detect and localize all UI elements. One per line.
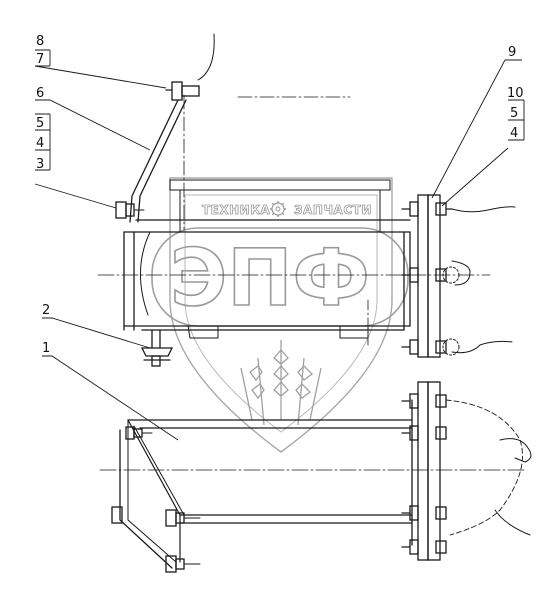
leader-1 [42, 355, 179, 441]
callout-1: 1 [42, 341, 50, 356]
cab-side-curve [140, 231, 151, 316]
leader-6 [35, 99, 151, 151]
callout-5-right: 5 [510, 106, 518, 121]
callout-4-left: 4 [36, 136, 44, 151]
hose-middle [451, 260, 471, 286]
leader-10-5-4 [441, 99, 524, 207]
callout-7: 7 [36, 52, 44, 67]
callout-5-left: 5 [36, 116, 44, 131]
callout-3: 3 [36, 157, 44, 172]
lower-left-bracket [119, 419, 185, 569]
clamp [140, 329, 174, 367]
leader-5-4-3 [34, 129, 117, 209]
watermark: ТЕХНИКА ЗАПЧАСТИ ЭПФ [151, 177, 409, 453]
lower-right-outline [445, 399, 523, 536]
right-bolts [401, 201, 460, 356]
left-bolt [115, 201, 145, 219]
leader-8-7 [34, 49, 167, 89]
wheat-emblem [240, 340, 322, 426]
upper-assembly [97, 33, 516, 367]
lower-assembly [99, 381, 532, 573]
hose-upper [451, 206, 516, 213]
watermark-label-right: ЗАПЧАСТИ [294, 203, 372, 217]
callout-4-right: 4 [510, 126, 518, 141]
leader-2 [42, 317, 151, 349]
lower-rod-top [127, 419, 413, 429]
lower-right-bolts [401, 393, 447, 555]
callout-9: 9 [508, 45, 516, 60]
frame-box [123, 179, 411, 339]
lower-right-flange [411, 381, 441, 561]
callout-frames [35, 50, 525, 170]
hose-lower [451, 340, 513, 354]
lower-rod-bottom [179, 514, 413, 524]
upper-bolt [165, 81, 200, 101]
watermark-big-letters: ЭПФ [170, 234, 370, 324]
callout-labels: 8 7 6 5 4 3 9 10 5 4 2 1 [36, 34, 524, 356]
lower-left-bolts [111, 426, 201, 573]
cab-outline-curve [197, 33, 215, 81]
callout-8: 8 [36, 34, 44, 49]
callout-leaders [34, 49, 524, 441]
bracket-arm [129, 99, 187, 223]
lower-right-detail [499, 438, 532, 463]
gear-icon [270, 201, 286, 217]
callout-10: 10 [507, 86, 524, 101]
callout-2: 2 [42, 303, 50, 318]
watermark-label-left: ТЕХНИКА [202, 203, 271, 217]
callout-6: 6 [36, 86, 44, 101]
leader-9 [431, 59, 522, 199]
lower-right-tail [494, 509, 531, 536]
